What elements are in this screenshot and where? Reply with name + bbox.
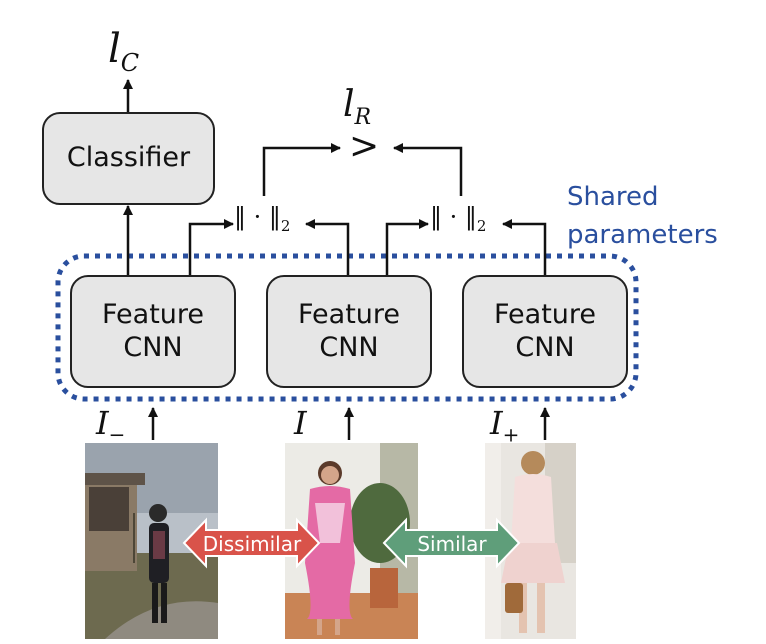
shared-parameters-region [55,253,639,402]
feature-cnn-negative: Feature CNN [70,275,236,388]
photo-positive [485,443,576,639]
arrow-cnn-mid-to-norm1 [305,219,350,275]
classifier-box: Classifier [42,112,215,205]
norm-anchor-positive: ‖ · ‖2 [430,203,487,235]
feature-cnn-line1: Feature [493,299,597,331]
feature-cnn-line1: Feature [297,299,401,331]
similar-label: Similar [417,532,487,556]
input-anchor-label: I [294,404,307,442]
loss-classification: lC [108,26,140,77]
loss-ranking: lR [343,84,372,131]
comparison-symbol: > [349,126,380,167]
norm-negative-anchor: ‖ · ‖2 [234,203,291,235]
feature-cnn-line2: CNN [123,331,183,363]
feature-cnn-line2: CNN [319,331,379,363]
classifier-label: Classifier [66,142,191,174]
dissimilar-label: Dissimilar [203,532,302,556]
arrow-cnn-mid-to-norm2 [385,219,429,275]
input-negative-label: I− [96,404,126,447]
photo-anchor [285,443,418,639]
similar-arrow: Similar [382,517,521,569]
dissimilar-arrow: Dissimilar [182,517,321,569]
feature-cnn-positive: Feature CNN [462,275,628,388]
shared-parameters-label: Shared parameters [567,182,718,250]
arrow-norm2-to-comparison [393,143,463,196]
arrow-cnn-right-to-norm2 [502,219,547,275]
arrow-norm1-to-comparison [262,143,341,196]
feature-cnn-line2: CNN [515,331,575,363]
input-positive-label: I+ [490,404,520,447]
feature-cnn-line1: Feature [101,299,205,331]
arrow-cnn-left-to-norm1 [188,219,234,275]
feature-cnn-anchor: Feature CNN [266,275,432,388]
